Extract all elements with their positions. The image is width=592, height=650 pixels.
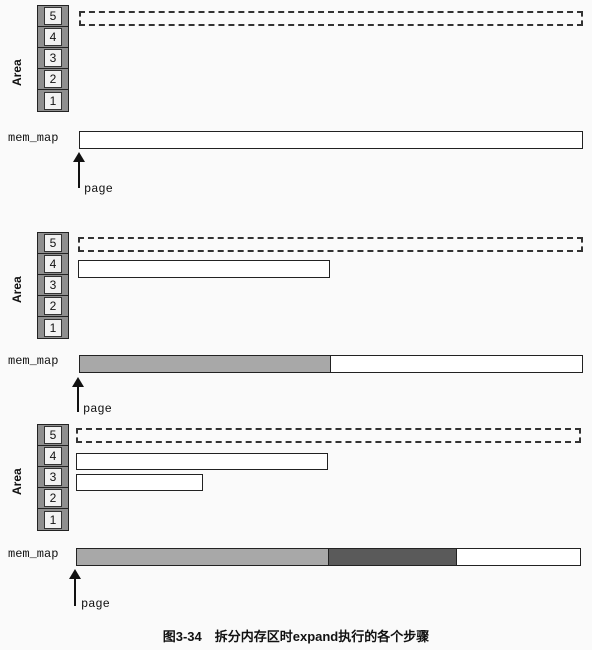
area-number: 5	[44, 426, 62, 444]
area-number: 3	[44, 276, 62, 294]
mem-map-bar	[76, 548, 581, 566]
area-stack: 5 4 3 2 1	[37, 5, 69, 112]
area-cell-2: 2	[38, 296, 68, 317]
area-cell-2: 2	[38, 69, 68, 90]
area-cell-4: 4	[38, 254, 68, 275]
area-number: 3	[44, 468, 62, 486]
area-cell-1: 1	[38, 317, 68, 338]
mem-map-allocated-segment	[80, 356, 331, 372]
area-number: 2	[44, 489, 62, 507]
figure-caption: 图3-34 拆分内存区时expand执行的各个步骤	[162, 629, 430, 644]
area-number: 3	[44, 49, 62, 67]
area-cell-4: 4	[38, 27, 68, 48]
page-arrow-icon	[73, 152, 85, 188]
free-list-order-5-dashed	[79, 11, 583, 26]
free-list-order-4-block	[78, 260, 330, 278]
area-cell-5: 5	[38, 425, 68, 446]
mem-map-split-segment	[329, 549, 457, 565]
area-number: 4	[44, 447, 62, 465]
page-label: page	[84, 182, 113, 196]
area-label: Area	[10, 59, 24, 86]
area-number: 5	[44, 234, 62, 252]
mem-map-label: mem_map	[8, 547, 59, 561]
area-number: 1	[44, 510, 62, 529]
area-number: 1	[44, 91, 62, 110]
area-stack: 5 4 3 2 1	[37, 424, 69, 531]
area-number: 2	[44, 70, 62, 88]
mem-map-bar	[79, 355, 583, 373]
free-list-order-5-dashed	[78, 237, 583, 252]
free-list-order-3-block	[76, 474, 203, 491]
area-stack: 5 4 3 2 1	[37, 232, 69, 339]
area-number: 5	[44, 7, 62, 25]
area-cell-5: 5	[38, 6, 68, 27]
area-cell-3: 3	[38, 48, 68, 69]
area-cell-3: 3	[38, 275, 68, 296]
area-number: 1	[44, 318, 62, 337]
area-number: 4	[44, 255, 62, 273]
area-label: Area	[10, 276, 24, 303]
area-cell-3: 3	[38, 467, 68, 488]
page-arrow-icon	[72, 377, 84, 412]
area-cell-5: 5	[38, 233, 68, 254]
page-label: page	[83, 402, 112, 416]
area-cell-4: 4	[38, 446, 68, 467]
area-cell-2: 2	[38, 488, 68, 509]
free-list-order-5-dashed	[76, 428, 581, 443]
page-arrow-icon	[69, 569, 81, 606]
free-list-order-4-block	[76, 453, 328, 470]
mem-map-allocated-segment	[77, 549, 329, 565]
area-number: 4	[44, 28, 62, 46]
mem-map-bar	[79, 131, 583, 149]
area-cell-1: 1	[38, 509, 68, 530]
area-number: 2	[44, 297, 62, 315]
page-label: page	[81, 597, 110, 611]
area-label: Area	[10, 468, 24, 495]
mem-map-label: mem_map	[8, 354, 59, 368]
area-cell-1: 1	[38, 90, 68, 111]
mem-map-label: mem_map	[8, 131, 59, 145]
